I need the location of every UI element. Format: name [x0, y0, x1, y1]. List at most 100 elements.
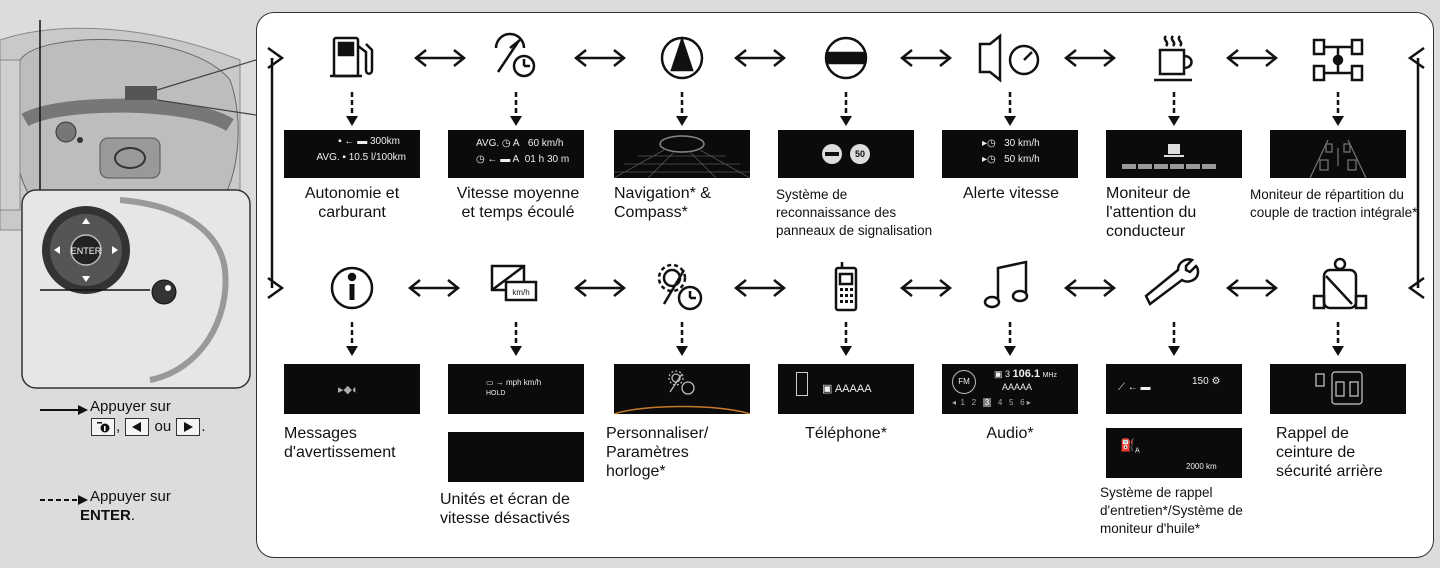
caption-seatbelt: Rappel de ceinture de sécurité arrière: [1276, 425, 1383, 480]
caption-warnings: Messages d'avertissement: [284, 425, 396, 461]
music-note-icon: [983, 260, 1029, 309]
screen-speed-alert: ▸◷ 30 km/h ▸◷ 50 km/h: [942, 130, 1078, 178]
caption-range-fuel: Autonomie et carburant: [304, 185, 400, 221]
speed-alert-1: 30 km/h: [1004, 138, 1040, 149]
speed-alert-2: 50 km/h: [1004, 154, 1040, 165]
legend-period: .: [201, 418, 206, 435]
legend-period-2: .: [130, 507, 136, 524]
double-arrow-r2-6: [1225, 279, 1279, 297]
double-arrow-r2-3: [733, 279, 787, 297]
double-arrow-r1-3: [733, 49, 787, 67]
double-arrow-r1-6: [1225, 49, 1279, 67]
screen-seatbelt: [1270, 364, 1406, 414]
double-arrow-r1-5: [1063, 49, 1117, 67]
caption-customize: Personnaliser/ Paramètres horloge*: [606, 425, 709, 480]
row1-entry-arrow: [267, 46, 285, 70]
fuel-avg-label: AVG.: [316, 152, 340, 163]
double-arrow-r2-5: [1063, 279, 1117, 297]
screen-warnings: ▸◆◐: [284, 364, 420, 414]
dashed-arrow-icon: [40, 495, 88, 505]
preset-2: 2: [971, 398, 977, 407]
fuel-pump-icon: [330, 36, 374, 78]
legend-or: ou: [154, 418, 172, 435]
screen-units: ▭ → mph km/h HOLD: [448, 364, 584, 414]
info-key-icon: [91, 418, 115, 437]
awd-drivetrain-icon: [1312, 38, 1364, 82]
screen-awd-torque: [1270, 130, 1406, 178]
caption-driver-attention: Moniteur de l'attention du conducteur: [1106, 185, 1197, 240]
preset-5: 5: [1008, 398, 1014, 407]
left-key-icon: [125, 418, 150, 437]
elapsed-trip: A: [512, 154, 520, 165]
screen-navigation: [614, 130, 750, 178]
screen-phone: ▣ AAAAA: [778, 364, 914, 414]
double-arrow-r2-4: [899, 279, 953, 297]
caption-phone: Téléphone*: [805, 425, 887, 442]
speed-alert-icon: [978, 33, 1040, 83]
maintenance-percent: 150: [1192, 376, 1209, 387]
screen-oil-life: ⛽A 2000 km: [1106, 428, 1242, 478]
audio-station: AAAAA: [1002, 382, 1033, 392]
double-arrow-r2-1: [407, 279, 461, 297]
legend-enter-text: Appuyer sur: [90, 488, 171, 505]
avg-speed-icon: [494, 32, 536, 78]
elapsed-value: 01 h 30 m: [524, 154, 570, 165]
row2-exit-arrow: [1407, 276, 1425, 300]
enter-button-label: ENTER: [71, 246, 102, 256]
preset-4: 4: [997, 398, 1003, 407]
double-arrow-r2-2: [573, 279, 627, 297]
caption-maintenance: Système de rappel d'entretien*/Système d…: [1100, 485, 1243, 536]
range-value: 300km: [369, 136, 400, 147]
caption-audio: Audio*: [986, 425, 1034, 442]
caption-speed-alert: Alerte vitesse: [962, 185, 1060, 202]
caption-navigation: Navigation* & Compass*: [614, 185, 711, 221]
wrench-icon: [1144, 258, 1200, 306]
units-label: mph km/h: [506, 378, 542, 387]
svg-text:km/h: km/h: [512, 288, 529, 297]
phone-name: AAAAA: [834, 383, 872, 395]
oil-distance: 2000 km: [1186, 462, 1217, 471]
double-arrow-r1-2: [573, 49, 627, 67]
row1-exit-arrow: [1407, 46, 1425, 70]
double-arrow-r1-4: [899, 49, 953, 67]
legend-enter-key: ENTER: [80, 507, 131, 524]
settings-clock-icon: [657, 263, 703, 311]
preset-6: 6: [1020, 398, 1025, 407]
screen-speed-off: [448, 432, 584, 482]
row2-entry-arrow: [267, 276, 285, 300]
avg-label: AVG.: [476, 138, 500, 149]
rear-seatbelt-icon: [1312, 257, 1368, 310]
screen-traffic-signs: 50: [778, 130, 914, 178]
legend-press-text: Appuyer sur: [90, 398, 171, 415]
caption-traffic-signs: Système de reconnaissance des panneaux d…: [776, 187, 933, 238]
phone-icon: [834, 262, 858, 312]
fuel-avg-value: 10.5 l/100km: [348, 152, 406, 163]
coffee-cup-icon: [1154, 35, 1193, 82]
audio-presets: ◂ 1 2 3 4 5 6 ▸: [952, 398, 1031, 407]
caption-awd-torque: Moniteur de répartition du couple de tra…: [1250, 187, 1418, 220]
speed-limit-value: 50: [850, 144, 870, 164]
traffic-sign-icon: [824, 36, 868, 80]
caption-avg-speed: Vitesse moyenne et temps écoulé: [456, 185, 580, 221]
caption-units-off: Unités et écran de vitesse désactivés: [440, 491, 570, 527]
double-arrow-r1-1: [413, 49, 467, 67]
audio-freq: 106.1: [1012, 368, 1041, 380]
screen-range-fuel: ▪ ← ▬ 300km AVG. ▪ 10.5 l/100km: [284, 130, 420, 178]
screen-avg-speed: AVG. ◷ A 60 km/h ◷ ← ▬ A 01 h 30 m: [448, 130, 584, 178]
preset-1: 1: [960, 398, 965, 407]
units-display-icon: km/h: [490, 264, 538, 302]
right-key-icon: [176, 418, 201, 437]
compass-icon: [660, 36, 704, 80]
audio-preset: 3: [1005, 369, 1011, 379]
solid-arrow-icon: [40, 405, 88, 415]
oil-trip: A: [1134, 447, 1140, 455]
audio-freq-unit: MHz: [1042, 372, 1057, 379]
screen-audio: FM ▣ 3 106.1 MHz AAAAA ◂ 1 2 3 4 5 6 ▸: [942, 364, 1078, 414]
avg-speed-trip: A: [512, 138, 520, 149]
audio-band: FM: [952, 370, 976, 394]
avg-speed-value: 60 km/h: [527, 138, 564, 149]
info-warning-icon: [330, 266, 374, 310]
hold-label: HOLD: [486, 390, 506, 397]
screen-customize: [614, 364, 750, 414]
